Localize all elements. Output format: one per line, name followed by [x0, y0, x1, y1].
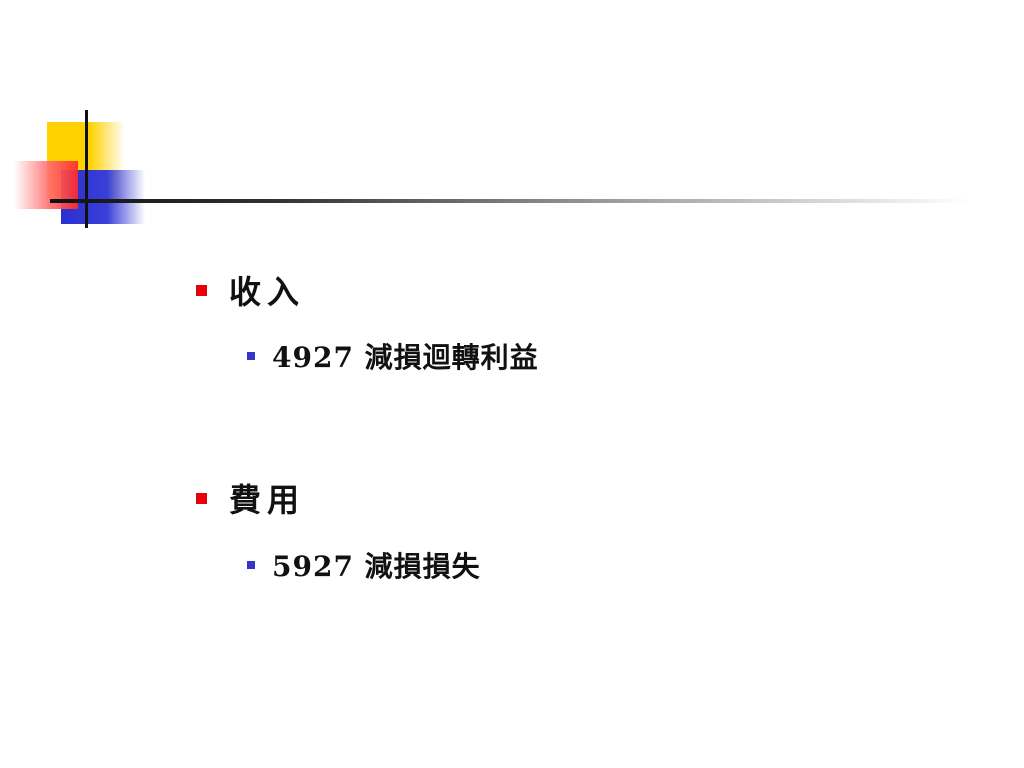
account-item-5927: 5927 減損損失: [272, 550, 481, 583]
account-item-4927: 4927 減損迴轉利益: [272, 341, 539, 374]
bullet-item-income: 收入: [196, 268, 305, 312]
section-heading-income: 收入: [229, 273, 306, 311]
sub-bullet-item-5927: 5927 減損損失: [247, 545, 481, 585]
blue-square-bullet-icon: [247, 352, 255, 360]
title-divider-line: [50, 199, 970, 203]
bullet-item-expense: 費用: [196, 476, 305, 520]
red-square-bullet-icon: [196, 284, 207, 296]
corner-ornament: [0, 0, 1024, 240]
section-heading-expense: 費用: [229, 481, 306, 519]
sub-bullet-item-4927: 4927 減損迴轉利益: [247, 336, 539, 376]
red-square-bullet-icon: [196, 492, 207, 504]
blue-square-bullet-icon: [247, 561, 255, 569]
vertical-rule: [85, 110, 88, 228]
